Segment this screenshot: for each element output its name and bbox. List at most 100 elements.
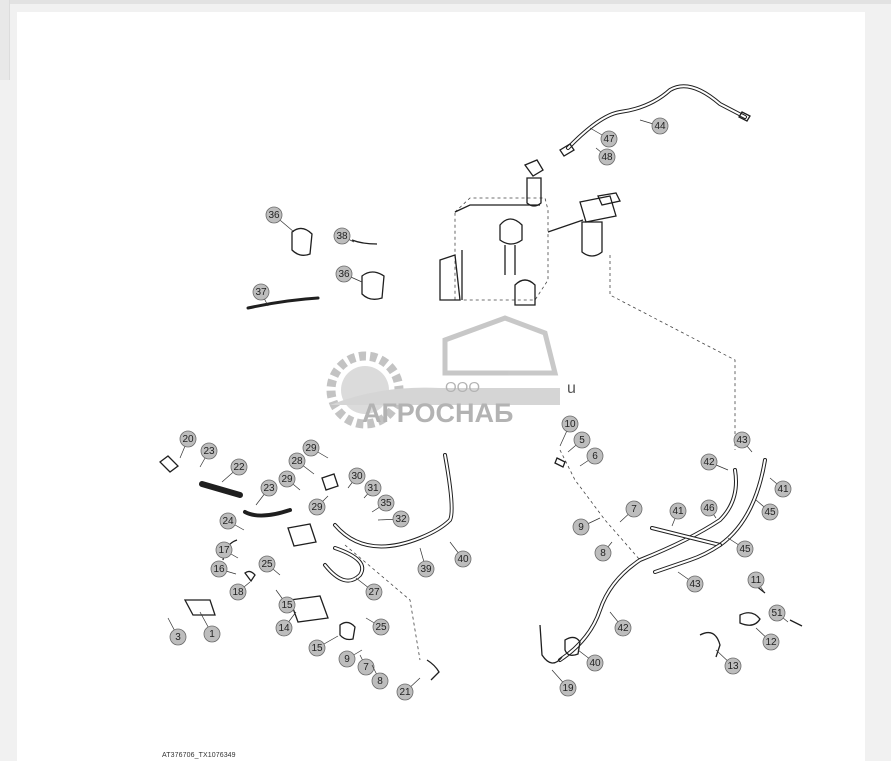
callout-22: 22 [221, 458, 248, 483]
callout-9: 9 [338, 649, 363, 668]
callout-circle [454, 550, 472, 568]
callout-36: 36 [265, 206, 295, 233]
callout-number: 47 [603, 134, 615, 145]
callout-42: 42 [700, 453, 729, 471]
watermark-logo: ООО АГРОСНАБ [326, 315, 560, 429]
callout-circle [230, 458, 248, 476]
callout-41: 41 [669, 502, 687, 527]
callout-29: 29 [308, 495, 329, 516]
callout-circle [573, 431, 591, 449]
callout-circle [200, 442, 218, 460]
callout-circle [774, 480, 792, 498]
callout-circle [308, 639, 326, 657]
lower-left-assembly [159, 453, 454, 681]
callout-28: 28 [288, 452, 315, 475]
callout-45: 45 [727, 537, 754, 558]
callout-circle [598, 148, 616, 166]
callout-circle [210, 560, 228, 578]
callout-21: 21 [396, 677, 421, 701]
callout-number: 42 [617, 623, 629, 634]
callout-number: 32 [395, 514, 407, 525]
callout-number: 7 [363, 662, 369, 673]
top-bar [0, 0, 891, 4]
callout-circle [396, 683, 414, 701]
callout-number: 15 [311, 643, 323, 654]
callout-1: 1 [199, 611, 221, 643]
callout-number: 40 [457, 554, 469, 565]
callout-15: 15 [308, 635, 339, 657]
part-38 [351, 239, 378, 245]
callout-circle [338, 650, 356, 668]
callout-circle [333, 227, 351, 245]
callout-number: 3 [175, 632, 181, 643]
callout-circle [561, 415, 579, 433]
callout-5: 5 [567, 431, 591, 453]
callout-number: 22 [233, 462, 245, 473]
callout-number: 10 [564, 419, 576, 430]
callout-circle [625, 500, 643, 518]
callout-number: 48 [601, 152, 613, 163]
callout-8: 8 [371, 664, 389, 690]
callout-circle [278, 470, 296, 488]
callout-41: 41 [769, 477, 792, 498]
callout-number: 41 [672, 506, 684, 517]
watermark-line1: ООО [445, 379, 480, 396]
callout-circle [275, 619, 293, 637]
callout-25: 25 [258, 555, 281, 576]
callout-7: 7 [357, 654, 375, 676]
callout-29: 29 [302, 439, 329, 459]
callout-circle [586, 447, 604, 465]
callout-circle [288, 452, 306, 470]
part-36-top [291, 227, 313, 256]
callout-40: 40 [449, 541, 472, 568]
callout-47: 47 [589, 127, 618, 148]
callout-number: 8 [377, 676, 383, 687]
callout-number: 38 [336, 231, 348, 242]
callout-circle [392, 510, 410, 528]
callout-43: 43 [733, 431, 753, 453]
callout-39: 39 [417, 547, 435, 578]
panel-right-border [880, 12, 891, 761]
callout-circle [600, 130, 618, 148]
callout-number: 37 [255, 287, 267, 298]
callout-23: 23 [255, 479, 278, 506]
callout-number: 25 [375, 622, 387, 633]
callout-23: 23 [199, 442, 218, 468]
callout-number: 45 [764, 507, 776, 518]
callout-number: 36 [268, 210, 280, 221]
callout-number: 29 [311, 502, 323, 513]
callout-circle [594, 544, 612, 562]
callout-number: 23 [203, 446, 215, 457]
stray-character: u [567, 380, 576, 397]
callout-circle [559, 679, 577, 697]
callout-number: 16 [213, 564, 225, 575]
callout-number: 44 [654, 121, 666, 132]
part-37 [246, 296, 320, 310]
callout-number: 35 [380, 498, 392, 509]
callout-15: 15 [275, 589, 296, 614]
callout-circle [169, 628, 187, 646]
callout-20: 20 [179, 430, 197, 459]
callout-42: 42 [609, 611, 632, 637]
callout-circle [229, 583, 247, 601]
callout-7: 7 [619, 500, 643, 523]
callout-38: 38 [333, 227, 355, 245]
callout-circle [700, 499, 718, 517]
callout-number: 23 [263, 483, 275, 494]
callout-number: 13 [727, 661, 739, 672]
callout-number: 46 [703, 503, 715, 514]
callout-number: 36 [338, 269, 350, 280]
callout-circle [265, 206, 283, 224]
callout-6: 6 [579, 447, 604, 467]
callout-24: 24 [219, 512, 245, 531]
callout-circle [762, 633, 780, 651]
callout-32: 32 [377, 510, 410, 528]
callout-number: 43 [736, 435, 748, 446]
callout-number: 39 [420, 564, 432, 575]
callout-11: 11 [747, 571, 765, 593]
callout-13: 13 [715, 649, 742, 675]
lower-right-assembly [539, 457, 803, 664]
sidebar-strip [0, 0, 10, 80]
diagram-panel [17, 12, 865, 761]
